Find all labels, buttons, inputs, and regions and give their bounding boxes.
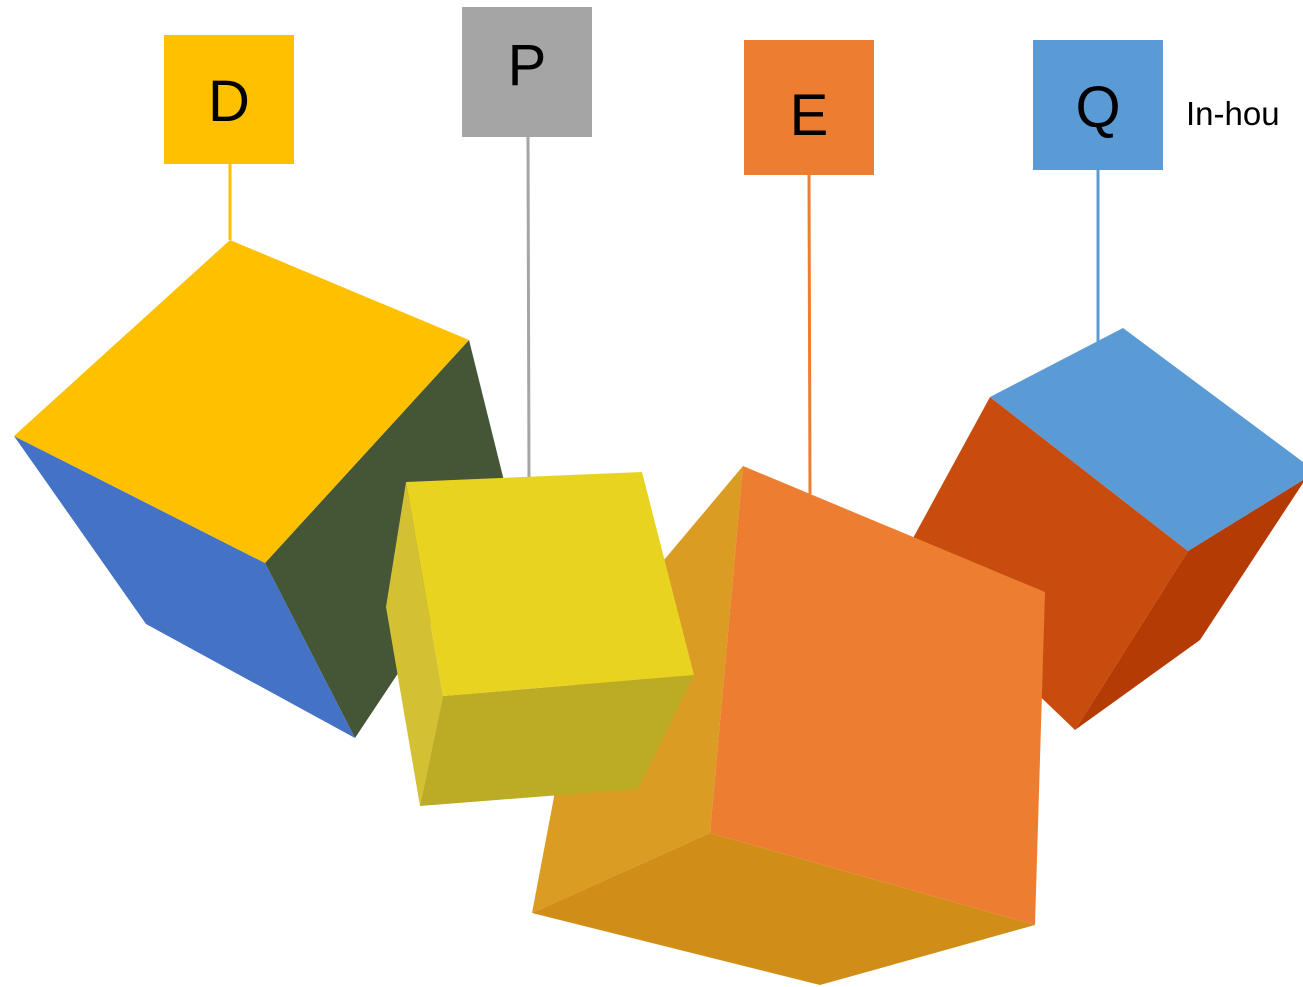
cube-q-top-face: [990, 328, 1303, 551]
cube-d-left-face: [14, 436, 355, 738]
cube-d-right-face: [265, 340, 510, 738]
cube-d-top-face: [14, 240, 469, 563]
cube-p-left-face: [386, 482, 443, 806]
cube-e-front-face: [710, 466, 1045, 925]
cube-p-bottom-face: [420, 675, 694, 806]
label-box-d: D: [164, 35, 294, 164]
connector-p: [526, 136, 531, 483]
label-box-p: P: [462, 7, 592, 137]
label-p: P: [507, 33, 547, 98]
label-q: Q: [1075, 75, 1121, 140]
label-box-e: E: [744, 40, 874, 175]
label-e: E: [789, 82, 829, 148]
cube-d: [14, 240, 510, 738]
cube-q-left-face: [900, 397, 1188, 730]
cube-p-front-face: [406, 472, 694, 696]
cube-p: [386, 472, 694, 806]
cube-q: [900, 328, 1303, 730]
cube-q-right-face: [1075, 480, 1303, 730]
side-text: In-hou: [1186, 95, 1280, 132]
label-d: D: [208, 68, 250, 134]
connector-e: [807, 174, 812, 495]
label-box-q: Q: [1033, 40, 1163, 170]
cube-e-bottom-face: [532, 833, 1035, 985]
